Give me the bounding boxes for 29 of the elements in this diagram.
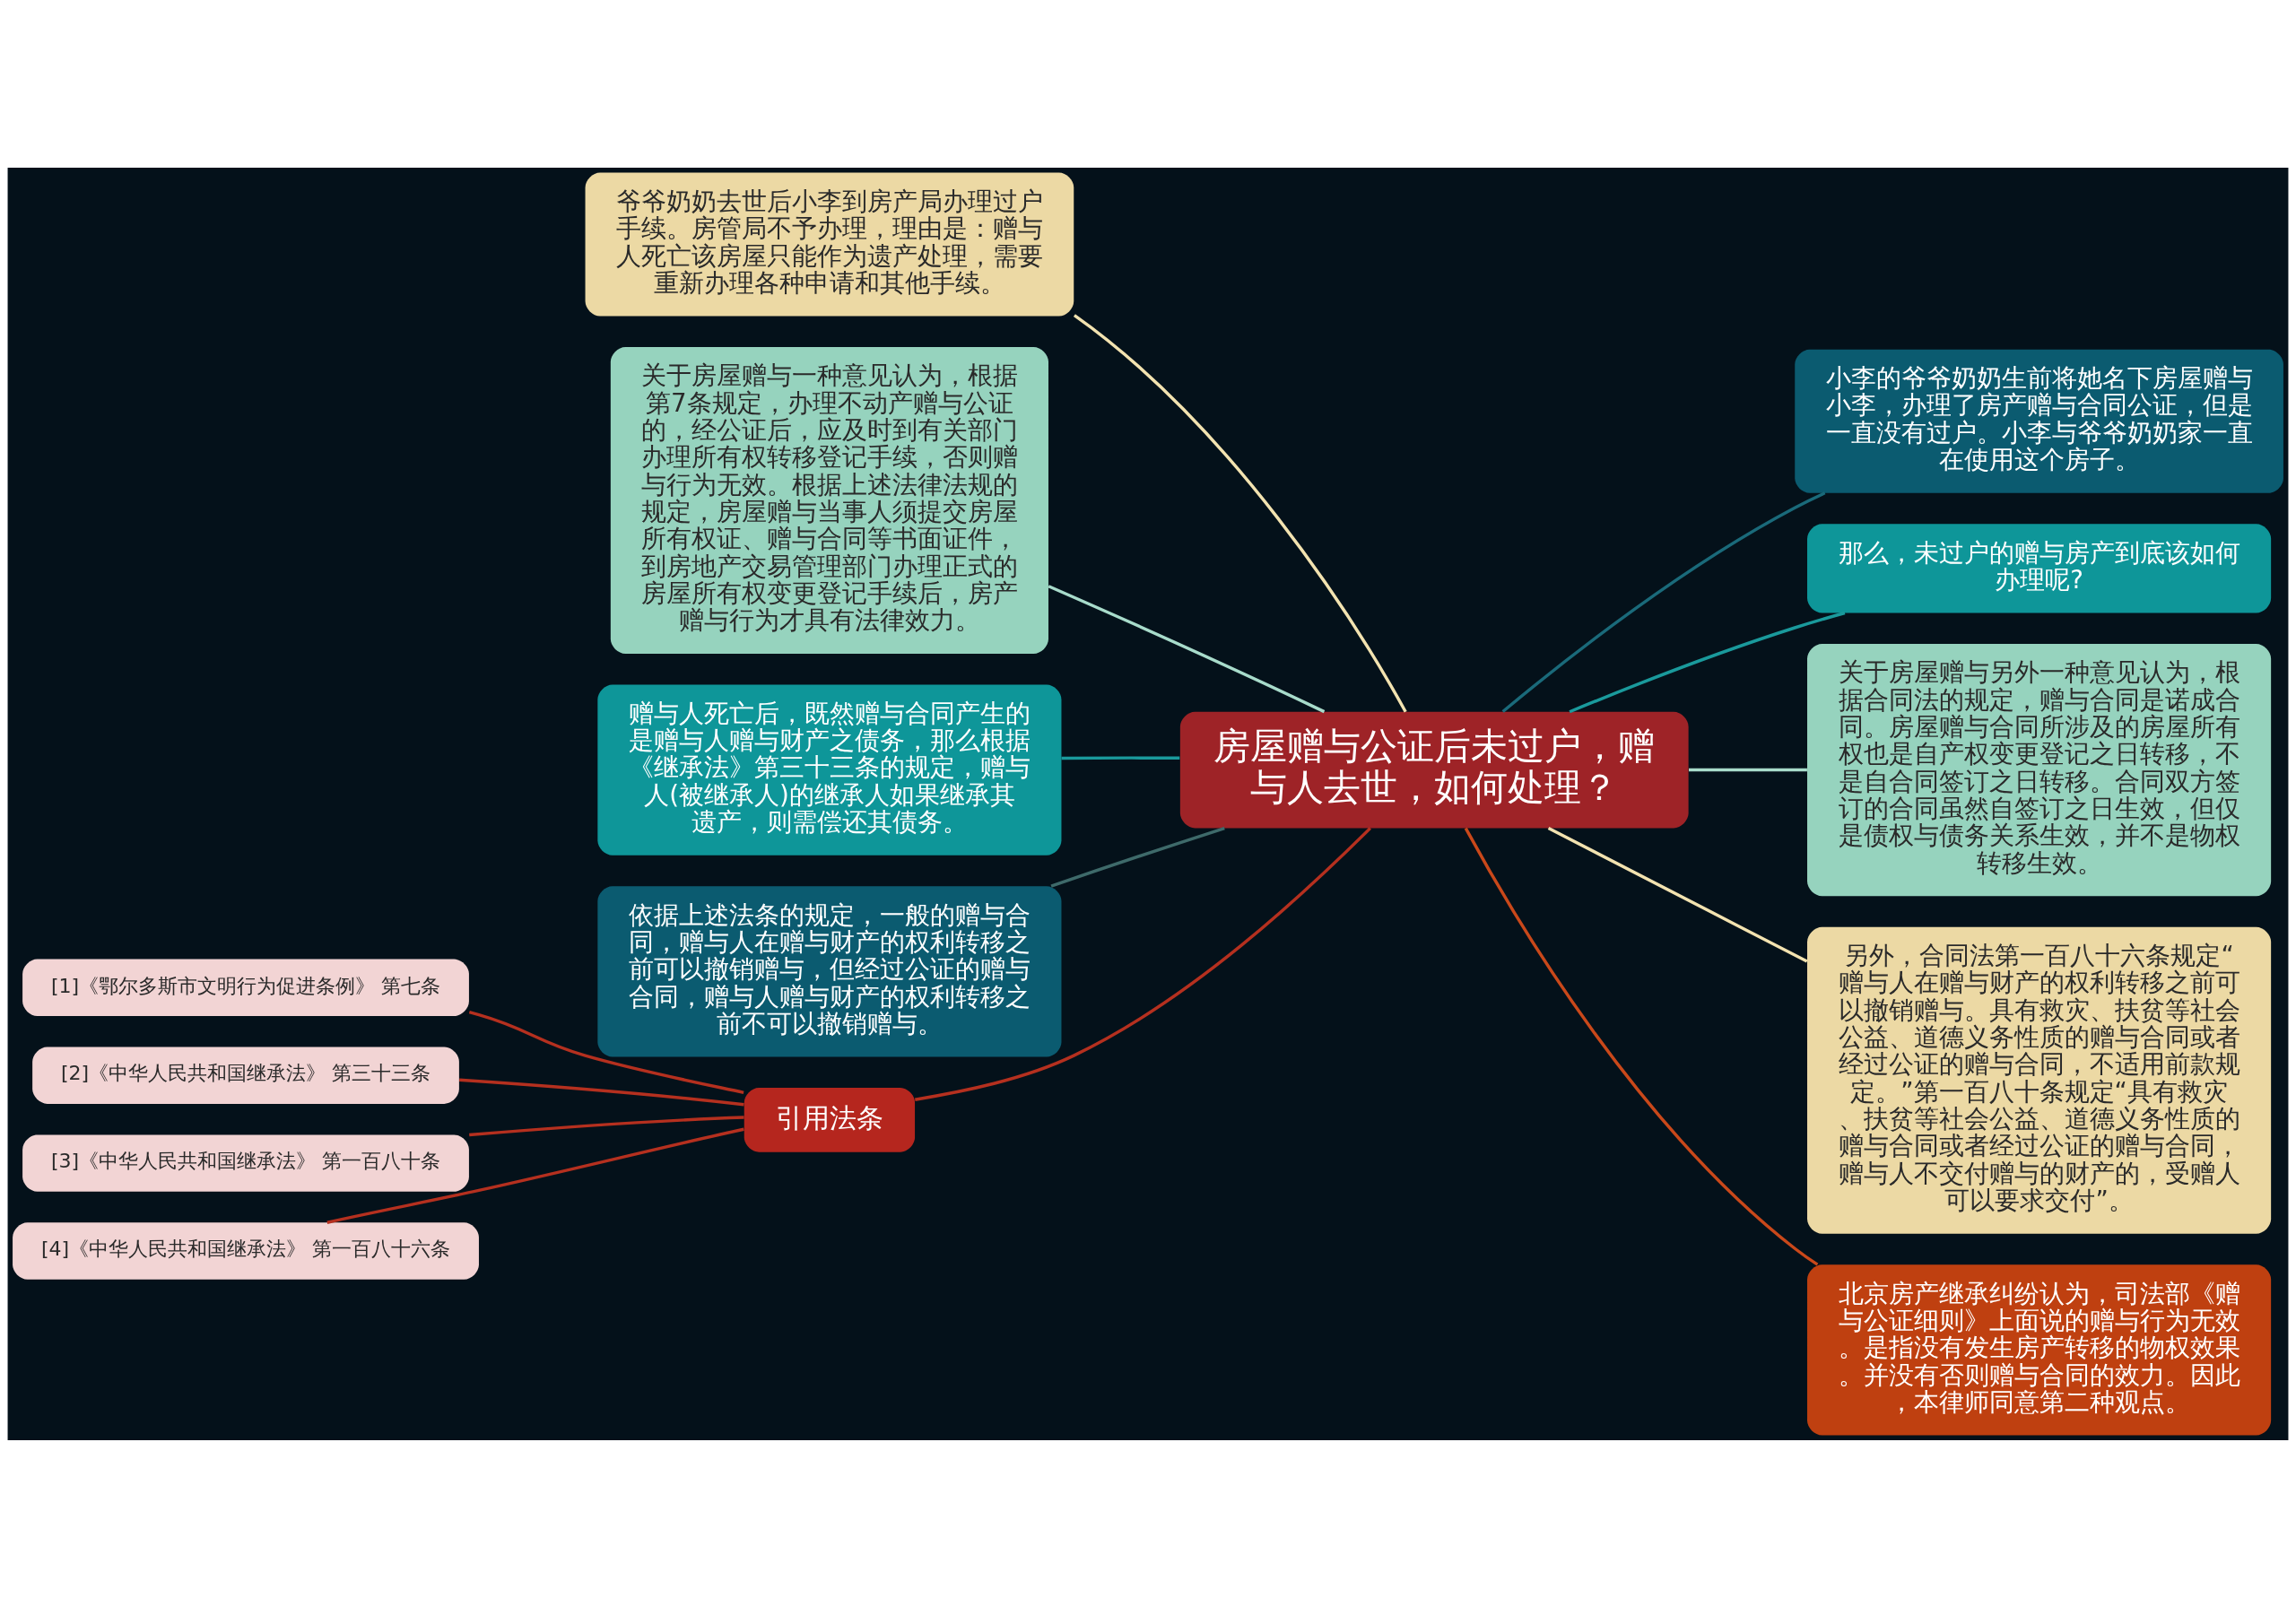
connector [1050,826,1225,888]
node-box: [2]《中华人民共和国继承法》 第三十三条 [32,1047,459,1104]
connector [914,826,1371,1101]
connector [459,1078,744,1107]
node-box: [1]《鄂尔多斯市文明行为促进条例》 第七条 [22,959,469,1016]
connector [1464,827,1819,1266]
connector [1501,491,1826,713]
connector [1073,313,1407,713]
connector [1569,611,1846,713]
node-box: 爷爷奶奶去世后小李到房产局办理过户手续。房管局不予办理，理由是：赠与人死亡该房屋只能作为遗产处理，需要重新办理各种申请和其他手续。 [585,172,1074,316]
node-box: [4]《中华人民共和国继承法》 第一百八十六条 [13,1221,479,1280]
connector [1048,584,1326,713]
node-box: 北京房产继承纠纷认为，司法部《赠与公证细则》上面说的赠与行为无效。是指没有发生房产转移的物权效果。并没有否则赠与合同的效力。因此，本律师同意第二种观点。 [1807,1264,2272,1435]
node-box: 赠与人死亡后，既然赠与合同产生的是赠与人赠与财产之债务，那么根据《继承法》第三十三条的规定，赠与人(被继承人)的继承人如果继承其遗产，则需偿还其债务。 [597,683,1062,856]
node-box: 引用法条 [744,1087,916,1152]
connector [469,1115,744,1136]
connector [1689,768,1807,771]
node-box: [3]《中华人民共和国继承法》 第一百八十条 [22,1134,469,1192]
node-box: 那么，未过户的赠与房产到底该如何办理呢? [1807,523,2272,612]
connector [468,1010,744,1094]
connector [1547,826,1808,963]
connector [1061,755,1180,760]
node-box: 另外，合同法第一百八十六条规定“赠与人在赠与财产的权利转移之前可以撤销赠与。具有救灾、扶贫等社会公益、道德义务性质的赠与合同或者经过公证的赠与合同，不适用前款规定。”第一百八十条规定“具有救灾、扶贫等社会公益、道德义务性质的赠与合同或者经过公证的赠与合同，赠与人不交付赠与的财产的，受赠人可以要求交付”。 [1807,926,2272,1234]
node-box: 关于房屋赠与另外一种意见认为，根据合同法的规定，赠与合同是诺成合同。房屋赠与合同所涉及的房屋所有权也是自产权变更登记之日转移，不是自合同签订之日转移。合同双方签订的合同虽然自签订之日生效，但仅是债权与债务关系生效，并不是物权转移生效。 [1807,643,2272,896]
connector [326,1127,744,1224]
node-box: 房屋赠与公证后未过户，赠与人去世，如何处理？ [1179,711,1689,828]
node-box: 关于房屋赠与一种意见认为，根据第7条规定，办理不动产赠与公证的，经公证后，应及时到有关部门办理所有权转移登记手续，否则赠与行为无效。根据上述法律法规的规定，房屋赠与当事人须提交房屋所有权证、赠与合同等书面证件，到房地产交易管理部门办理正式的房屋所有权变更登记手续后，房产赠与行为才具有法律效力。 [610,346,1048,654]
node-box: 依据上述法条的规定，一般的赠与合同，赠与人在赠与财产的权利转移之前可以撤销赠与，但经过公证的赠与合同，赠与人赠与财产的权利转移之前不可以撤销赠与。 [597,885,1062,1056]
node-box: 小李的爷爷奶奶生前将她名下房屋赠与小李，办理了房产赠与合同公证，但是一直没有过户。小李与爷爷奶奶家一直在使用这个房子。 [1795,349,2283,493]
